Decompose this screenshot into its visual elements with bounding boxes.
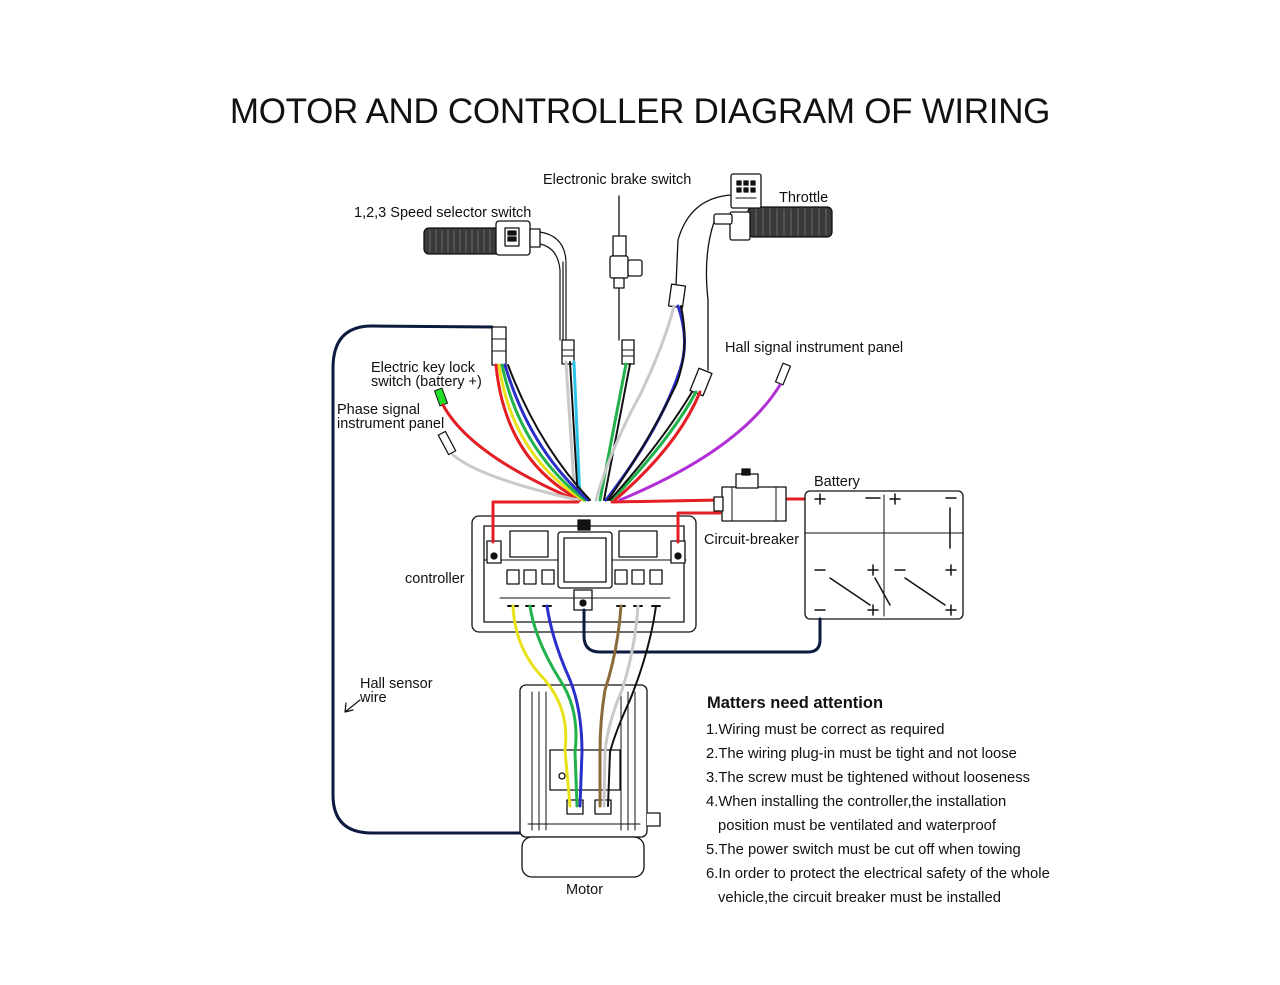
hall-signal-connector: [774, 362, 792, 386]
phase-signal-label-line1: Phase signal: [337, 402, 421, 418]
speed-selector-grip: [423, 220, 567, 341]
key-lock-label-line2: switch (battery +): [371, 374, 482, 390]
note-item: 4.When installing the controller,the ins…: [706, 794, 1007, 810]
hall-signal-panel-label: Hall signal instrument panel: [725, 340, 904, 356]
throttle-grip: [667, 173, 833, 397]
speed-selector-label: 1,2,3 Speed selector switch: [354, 205, 532, 221]
notes-title: Matters need attention: [707, 694, 884, 712]
phase-signal-label-line2: instrument panel: [337, 416, 445, 432]
key-lock-connector: [434, 387, 448, 407]
battery: [804, 490, 964, 620]
circuit-breaker: [713, 468, 787, 522]
controller: [471, 515, 697, 633]
speed-selector-connector: [561, 339, 575, 365]
motor: [519, 684, 661, 878]
hall-sensor-label-line1: Hall sensor: [360, 676, 433, 692]
motor-label: Motor: [566, 882, 604, 898]
note-item: 6.In order to protect the electrical saf…: [706, 866, 1050, 882]
controller-label: controller: [405, 571, 465, 587]
hall-sensor-connector: [491, 326, 507, 366]
battery-label: Battery: [814, 474, 860, 490]
notes-list: 1.Wiring must be correct as required 2.T…: [706, 722, 1050, 914]
note-item: 2.The wiring plug-in must be tight and n…: [706, 746, 1017, 762]
hall-sensor-label-line2: wire: [360, 690, 387, 706]
hall-sensor-wire: [331, 324, 524, 835]
brake-switch: [609, 195, 643, 365]
note-item: position must be ventilated and waterpro…: [718, 818, 997, 834]
circuit-breaker-label: Circuit-breaker: [704, 532, 800, 548]
throttle-label: Throttle: [779, 190, 829, 206]
page-title: MOTOR AND CONTROLLER DIAGRAM OF WIRING: [229, 92, 1051, 131]
note-item: 3.The screw must be tightened without lo…: [706, 770, 1031, 786]
note-item: 5.The power switch must be cut off when …: [706, 842, 1021, 858]
phase-signal-connector: [437, 430, 457, 456]
note-item: 1.Wiring must be correct as required: [706, 722, 945, 738]
note-item: vehicle,the circuit breaker must be inst…: [718, 890, 1001, 906]
hall-sensor-arrow: [344, 699, 361, 713]
key-lock-label-line1: Electric key lock: [371, 360, 475, 376]
brake-switch-label: Electronic brake switch: [543, 172, 692, 188]
